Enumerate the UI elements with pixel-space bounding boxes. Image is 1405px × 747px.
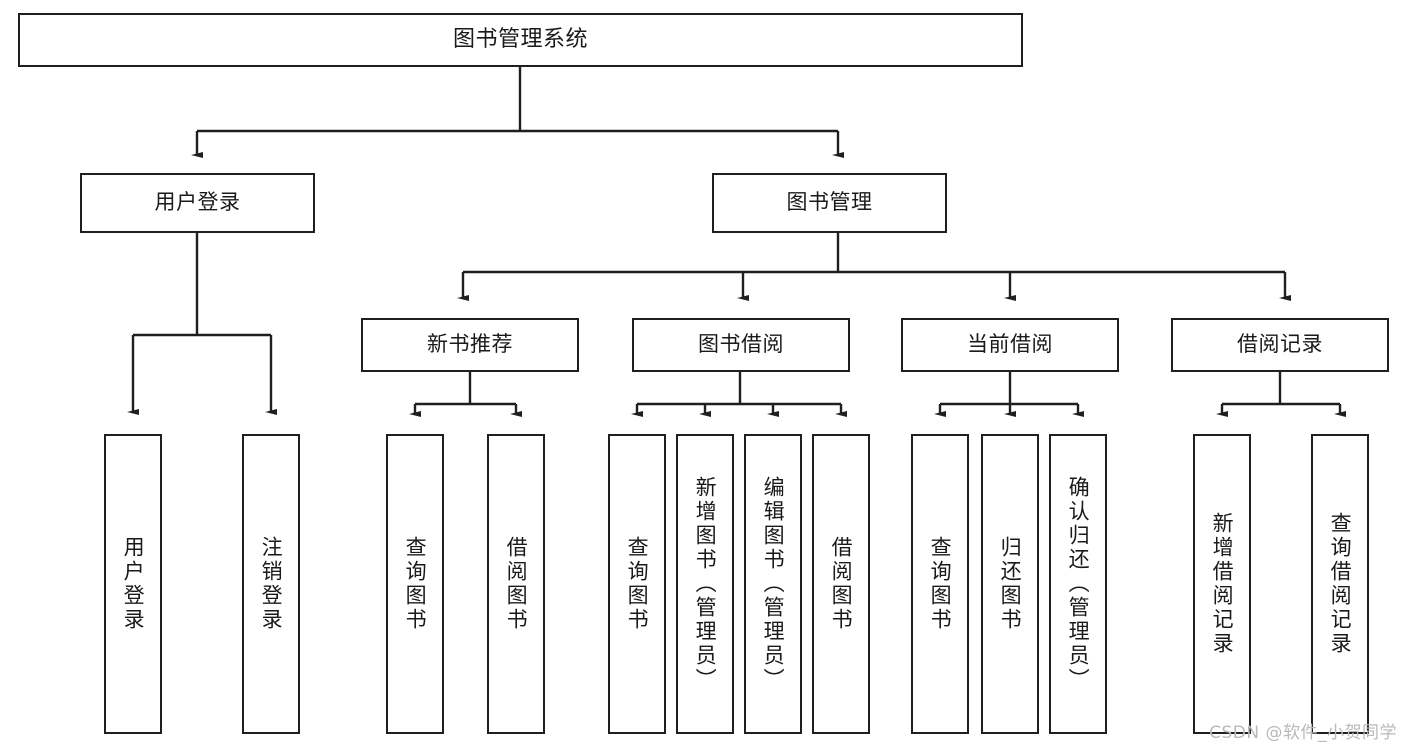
node-leaf-current-query-book-label: 查询图书	[928, 536, 953, 632]
node-leaf-recommend-borrow-book[interactable]: 借阅图书	[487, 434, 545, 734]
node-book-management[interactable]: 图书管理	[712, 173, 947, 233]
node-leaf-add-book-admin-label: 新增图书（管理员）	[693, 476, 718, 692]
node-leaf-confirm-return-admin[interactable]: 确认归还（管理员）	[1049, 434, 1107, 734]
node-leaf-user-login-label: 用户登录	[121, 536, 146, 632]
node-leaf-confirm-return-admin-label: 确认归还（管理员）	[1066, 476, 1091, 692]
node-leaf-recommend-query-book[interactable]: 查询图书	[386, 434, 444, 734]
node-current-borrow-label: 当前借阅	[967, 332, 1053, 357]
node-new-book-recommend[interactable]: 新书推荐	[361, 318, 579, 372]
node-leaf-query-borrow-record-label: 查询借阅记录	[1328, 512, 1353, 656]
node-leaf-logout[interactable]: 注销登录	[242, 434, 300, 734]
node-leaf-query-borrow-record[interactable]: 查询借阅记录	[1311, 434, 1369, 734]
node-leaf-current-query-book[interactable]: 查询图书	[911, 434, 969, 734]
node-leaf-edit-book-admin-label: 编辑图书（管理员）	[761, 476, 786, 692]
node-leaf-user-login[interactable]: 用户登录	[104, 434, 162, 734]
node-book-management-label: 图书管理	[786, 190, 873, 215]
node-leaf-borrow-query-book-label: 查询图书	[625, 536, 650, 632]
node-borrow-record-label: 借阅记录	[1237, 332, 1323, 357]
node-leaf-return-book[interactable]: 归还图书	[981, 434, 1039, 734]
node-current-borrow[interactable]: 当前借阅	[901, 318, 1119, 372]
node-user-login-label: 用户登录	[154, 190, 241, 215]
node-root-label: 图书管理系统	[452, 26, 588, 52]
node-user-login[interactable]: 用户登录	[80, 173, 315, 233]
node-leaf-recommend-query-book-label: 查询图书	[403, 536, 428, 632]
node-book-borrow-label: 图书借阅	[698, 332, 784, 357]
node-book-borrow[interactable]: 图书借阅	[632, 318, 850, 372]
node-leaf-logout-label: 注销登录	[259, 536, 284, 632]
node-leaf-borrow-query-book[interactable]: 查询图书	[608, 434, 666, 734]
node-root[interactable]: 图书管理系统	[18, 13, 1023, 67]
node-leaf-borrow-book-label: 借阅图书	[829, 536, 854, 632]
node-leaf-edit-book-admin[interactable]: 编辑图书（管理员）	[744, 434, 802, 734]
node-leaf-add-borrow-record[interactable]: 新增借阅记录	[1193, 434, 1251, 734]
node-leaf-add-book-admin[interactable]: 新增图书（管理员）	[676, 434, 734, 734]
node-leaf-add-borrow-record-label: 新增借阅记录	[1210, 512, 1235, 656]
node-new-book-recommend-label: 新书推荐	[427, 332, 513, 357]
node-borrow-record[interactable]: 借阅记录	[1171, 318, 1389, 372]
node-leaf-return-book-label: 归还图书	[998, 536, 1023, 632]
node-leaf-recommend-borrow-book-label: 借阅图书	[504, 536, 529, 632]
node-leaf-borrow-book[interactable]: 借阅图书	[812, 434, 870, 734]
